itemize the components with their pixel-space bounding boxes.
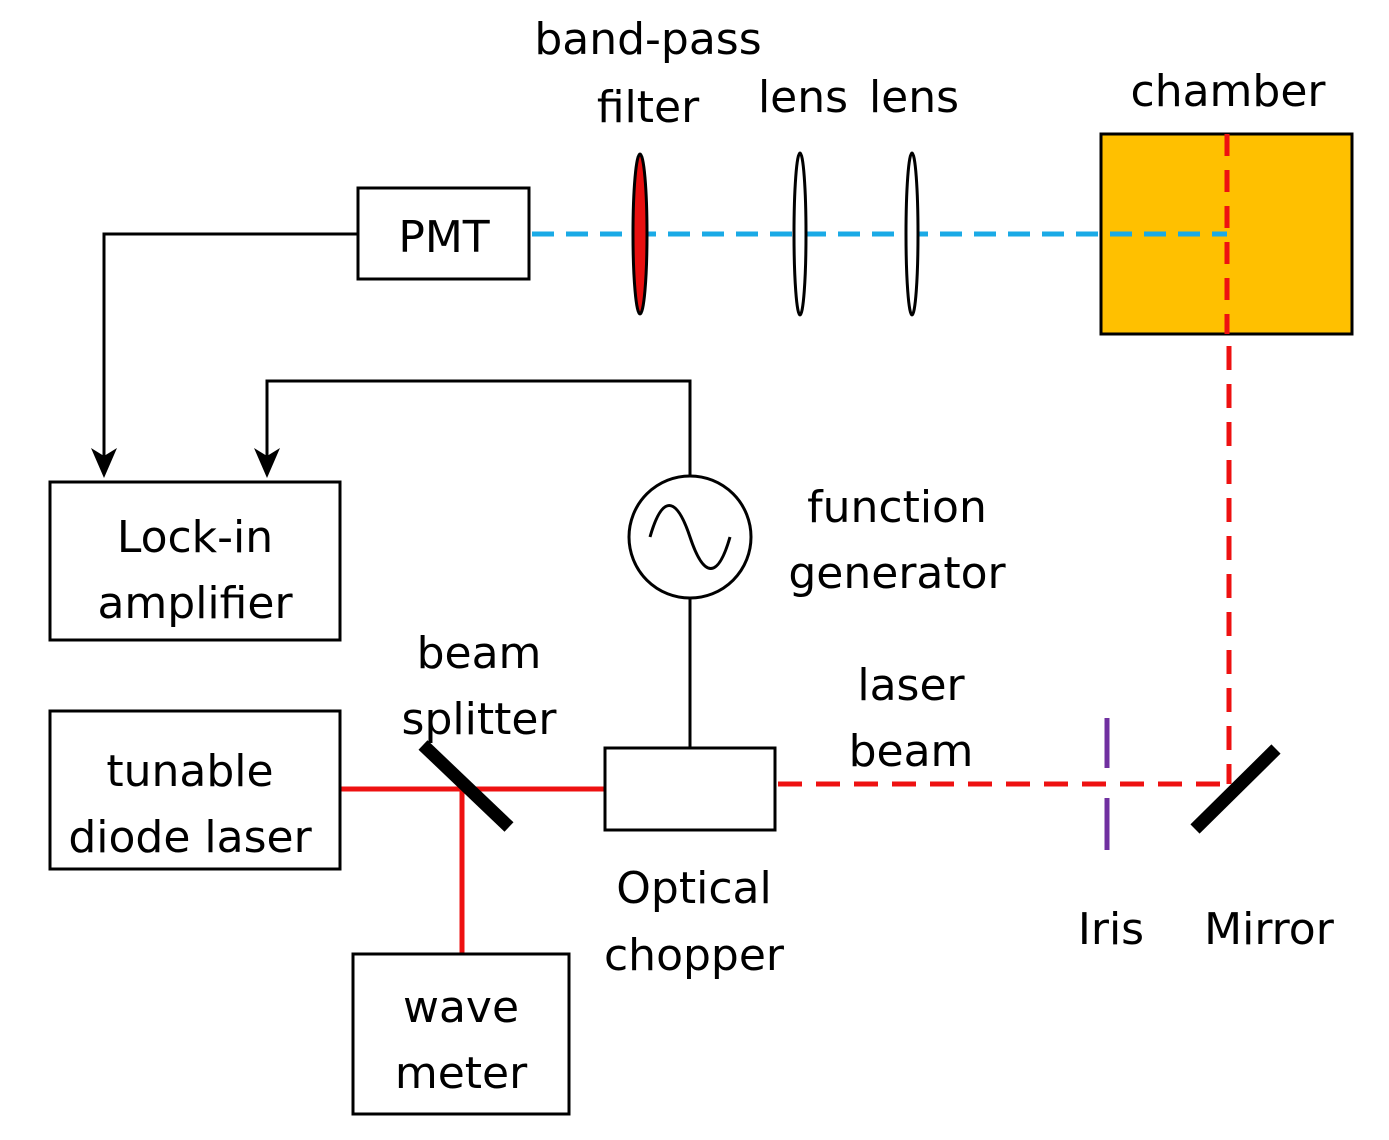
lens-1 <box>792 151 808 317</box>
mirror-label: Mirror <box>1204 904 1335 955</box>
funcgen-label-1: function <box>807 482 987 533</box>
laser-label-1: tunable <box>106 746 273 797</box>
tunable-diode-laser-box <box>48 709 342 871</box>
chamber-label: chamber <box>1131 66 1327 117</box>
wave-meter-box <box>351 952 571 1116</box>
laser-label-2: diode laser <box>68 812 312 863</box>
laserbeam-label-1: laser <box>857 660 965 711</box>
pmt-label: PMT <box>398 212 489 263</box>
bandpass-label-1: band-pass <box>534 14 761 65</box>
optical-chopper-box <box>603 746 777 832</box>
pmt-box <box>356 186 531 281</box>
bandpass-label-2: filter <box>597 82 700 133</box>
funcgen-arrowhead <box>254 448 280 478</box>
mirror <box>1190 744 1281 834</box>
beamsplitter-label-2: splitter <box>402 694 558 745</box>
sine-wave-icon <box>648 504 732 570</box>
lens-1-label: lens <box>758 72 848 123</box>
iris-label: Iris <box>1078 904 1144 955</box>
wavemeter-label-2: meter <box>395 1048 528 1099</box>
beam-splitter <box>418 740 514 832</box>
laserbeam-label-2: beam <box>849 726 974 777</box>
chopper-label-1: Optical <box>616 863 771 914</box>
lockin-label-2: amplifier <box>97 578 293 629</box>
lockin-label-1: Lock-in <box>117 512 273 563</box>
pmt-to-lockin-wire <box>102 232 358 470</box>
lens-2 <box>904 151 920 317</box>
beamsplitter-label-1: beam <box>417 628 542 679</box>
lens-2-label: lens <box>869 72 959 123</box>
funcgen-to-lockin-wire <box>265 379 692 476</box>
funcgen-label-2: generator <box>788 548 1006 599</box>
pmt-arrowhead <box>91 448 117 478</box>
bandpass-filter <box>631 152 649 316</box>
chopper-label-2: chopper <box>604 930 785 981</box>
wavemeter-label-1: wave <box>403 982 519 1033</box>
lockin-amplifier-box <box>48 480 342 642</box>
